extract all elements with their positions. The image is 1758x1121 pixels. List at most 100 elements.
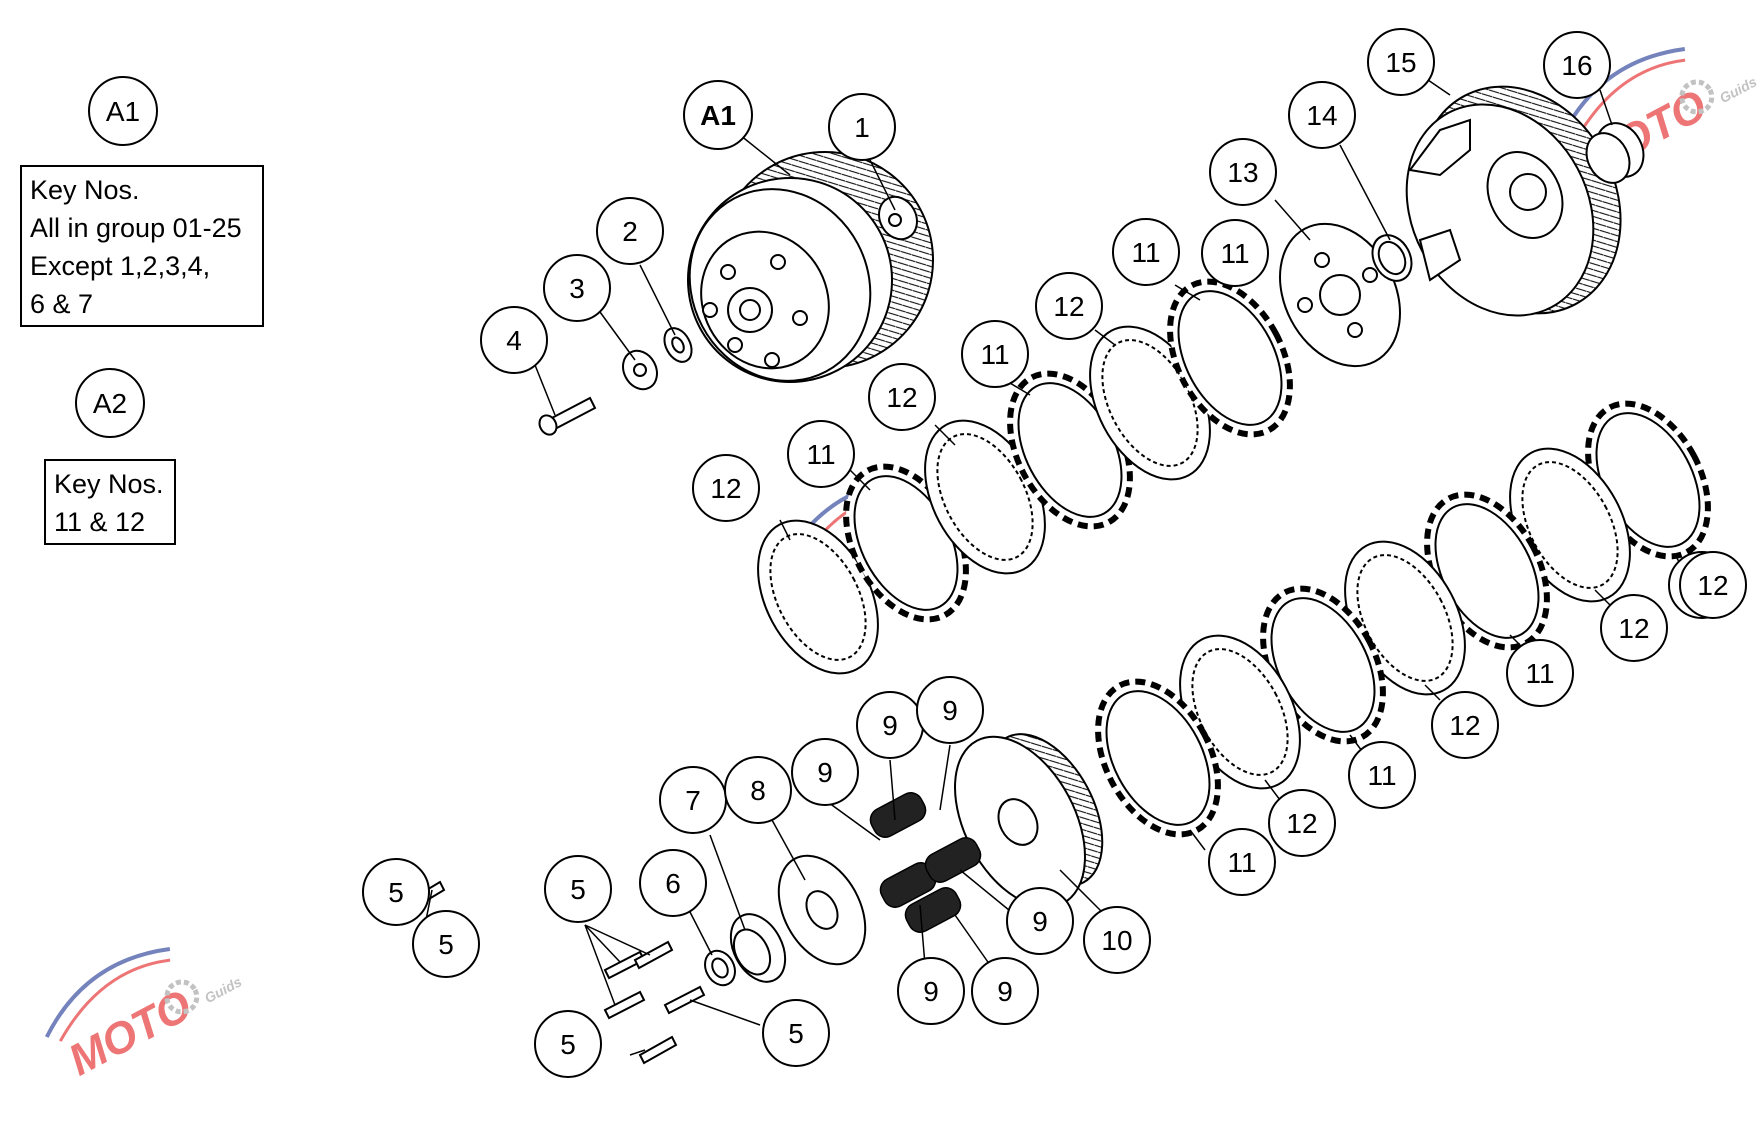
- callout-number-12-27: 12: [1618, 613, 1649, 644]
- clutch-assembly: [687, 151, 934, 383]
- callout-balloon-12-33: [1679, 551, 1747, 619]
- callout-balloon-5-6: [534, 1010, 602, 1078]
- callout-balloon-5-7: [762, 999, 830, 1067]
- part-6-bearing: [704, 949, 736, 987]
- callout-number-1-0: 1: [854, 112, 870, 143]
- part-15-clutch-housing: [1405, 85, 1622, 317]
- watermark-top-right-gear-icon: [1679, 79, 1715, 115]
- callout-number-5-6: 5: [560, 1029, 576, 1060]
- part-13-pressure-plate: [1279, 222, 1401, 368]
- callout-number-10-18: 10: [1101, 925, 1132, 956]
- callout-number-2-1: 2: [622, 216, 638, 247]
- part-10-clutch-hub: [954, 733, 1104, 909]
- group-a1-id: A1: [106, 96, 140, 127]
- group-a1-balloon: [88, 76, 158, 146]
- callout-balloon-1-0: [828, 93, 896, 161]
- callout-number-13-34: 13: [1227, 157, 1258, 188]
- group-a2-balloon: [75, 368, 145, 438]
- callout-balloon-11-23: [787, 420, 855, 488]
- callout-balloon-9-14: [916, 676, 984, 744]
- callout-number-12-30: 12: [1053, 291, 1084, 322]
- assembly-a1-label: A1: [700, 100, 736, 131]
- callout-balloon-5-8: [362, 858, 430, 926]
- callout-number-11-21: 11: [1131, 237, 1160, 268]
- callout-balloon-15-36: [1367, 28, 1435, 96]
- watermark-bottom-left: MOTO Guids: [44, 946, 245, 1085]
- lower-disc-stack: [1095, 400, 1711, 838]
- part-4-bolt: [538, 396, 597, 436]
- group-a2-key-box: Key Nos. 11 & 12: [44, 459, 176, 545]
- callout-number-9-12: 9: [817, 757, 833, 788]
- watermark-bottom-left-sub: Guids: [202, 973, 245, 1006]
- callout-number-11-19: 11: [1227, 847, 1256, 878]
- legend-balloons: A1 A2: [75, 76, 158, 438]
- group-a2-line-2: 11 & 12: [54, 507, 146, 537]
- callout-balloon-14-35: [1288, 81, 1356, 149]
- callout-balloon-9-15: [1006, 887, 1074, 955]
- callout-balloon-11-26: [1348, 741, 1416, 809]
- callout-number-11-22: 11: [980, 339, 1009, 370]
- callout-balloon-12-30: [1035, 272, 1103, 340]
- callout-number-4-3: 4: [506, 325, 522, 356]
- callout-balloon-11-22: [961, 320, 1029, 388]
- callout-number-11-20: 11: [1220, 238, 1249, 269]
- callout-balloon-11-19: [1208, 828, 1276, 896]
- callout-number-8-11: 8: [750, 775, 766, 806]
- part-14-washer: [1371, 234, 1413, 282]
- callout-number-7-10: 7: [685, 785, 701, 816]
- group-a1-key-box: Key Nos. All in group 01-25 Except 1,2,3…: [20, 165, 264, 327]
- watermark-bottom-left-text: MOTO: [61, 980, 200, 1085]
- callout-number-5-5: 5: [570, 874, 586, 905]
- callout-balloon-12-31: [868, 363, 936, 431]
- callout-number-11-26: 11: [1367, 760, 1396, 791]
- part-2-washer: [663, 327, 693, 363]
- part-1-nut: [878, 195, 918, 241]
- part-9-springs: [869, 792, 982, 933]
- callout-balloon-12-28: [1431, 691, 1499, 759]
- part-3-nut: [622, 349, 658, 391]
- callout-number-6-9: 6: [665, 868, 681, 899]
- callout-balloon-11-20: [1201, 219, 1269, 287]
- callout-balloon-2-1: [596, 197, 664, 265]
- assembly-a1-balloon: [683, 80, 753, 150]
- callout-number-15-36: 15: [1385, 47, 1416, 78]
- callout-number-14-35: 14: [1306, 100, 1337, 131]
- callout-balloon-11-25: [1506, 639, 1574, 707]
- callout-balloon-13-34: [1209, 138, 1277, 206]
- callouts: 1234555556789999991011111111111111111212…: [362, 28, 1747, 1078]
- group-a2-id: A2: [93, 388, 127, 419]
- callout-number-11-25: 11: [1525, 658, 1554, 689]
- callout-balloon-9-12: [791, 738, 859, 806]
- callout-number-9-16: 9: [923, 976, 939, 1007]
- callout-balloon-5-5: [544, 855, 612, 923]
- watermark-top-right-sub: Guids: [1717, 73, 1758, 106]
- callout-number-5-7: 5: [788, 1018, 804, 1049]
- callout-balloon-5-4: [412, 910, 480, 978]
- callout-number-12-29: 12: [1286, 808, 1317, 839]
- callout-balloon-10-18: [1083, 906, 1151, 974]
- callout-balloon-9-16: [897, 957, 965, 1025]
- callout-number-12-31: 12: [886, 382, 917, 413]
- callout-number-12-32: 12: [710, 473, 741, 504]
- group-a1-line-2: All in group 01-25: [30, 213, 242, 243]
- callout-number-16-37: 16: [1561, 50, 1592, 81]
- leader-lines: [424, 79, 1691, 1056]
- group-a2-line-1: Key Nos.: [54, 469, 164, 499]
- part-16-bush: [1585, 122, 1645, 184]
- callout-balloon-8-11: [724, 756, 792, 824]
- callout-number-9-15: 9: [1032, 906, 1048, 937]
- callout-balloon-9-17: [971, 957, 1039, 1025]
- callout-number-12-33: 12: [1697, 570, 1728, 601]
- callout-balloon-12-29: [1268, 789, 1336, 857]
- callout-balloon-12-32: [692, 454, 760, 522]
- upper-disc-stack: [757, 278, 1293, 675]
- callout-balloon-12-27: [1600, 594, 1668, 662]
- callout-number-9-14: 9: [942, 695, 958, 726]
- part-8-plate: [777, 854, 867, 966]
- callout-number-9-17: 9: [997, 976, 1013, 1007]
- group-a1-line-1: Key Nos.: [30, 175, 140, 205]
- callout-balloon-6-9: [639, 849, 707, 917]
- callout-balloon-4-3: [480, 306, 548, 374]
- callout-balloon-16-37: [1543, 31, 1611, 99]
